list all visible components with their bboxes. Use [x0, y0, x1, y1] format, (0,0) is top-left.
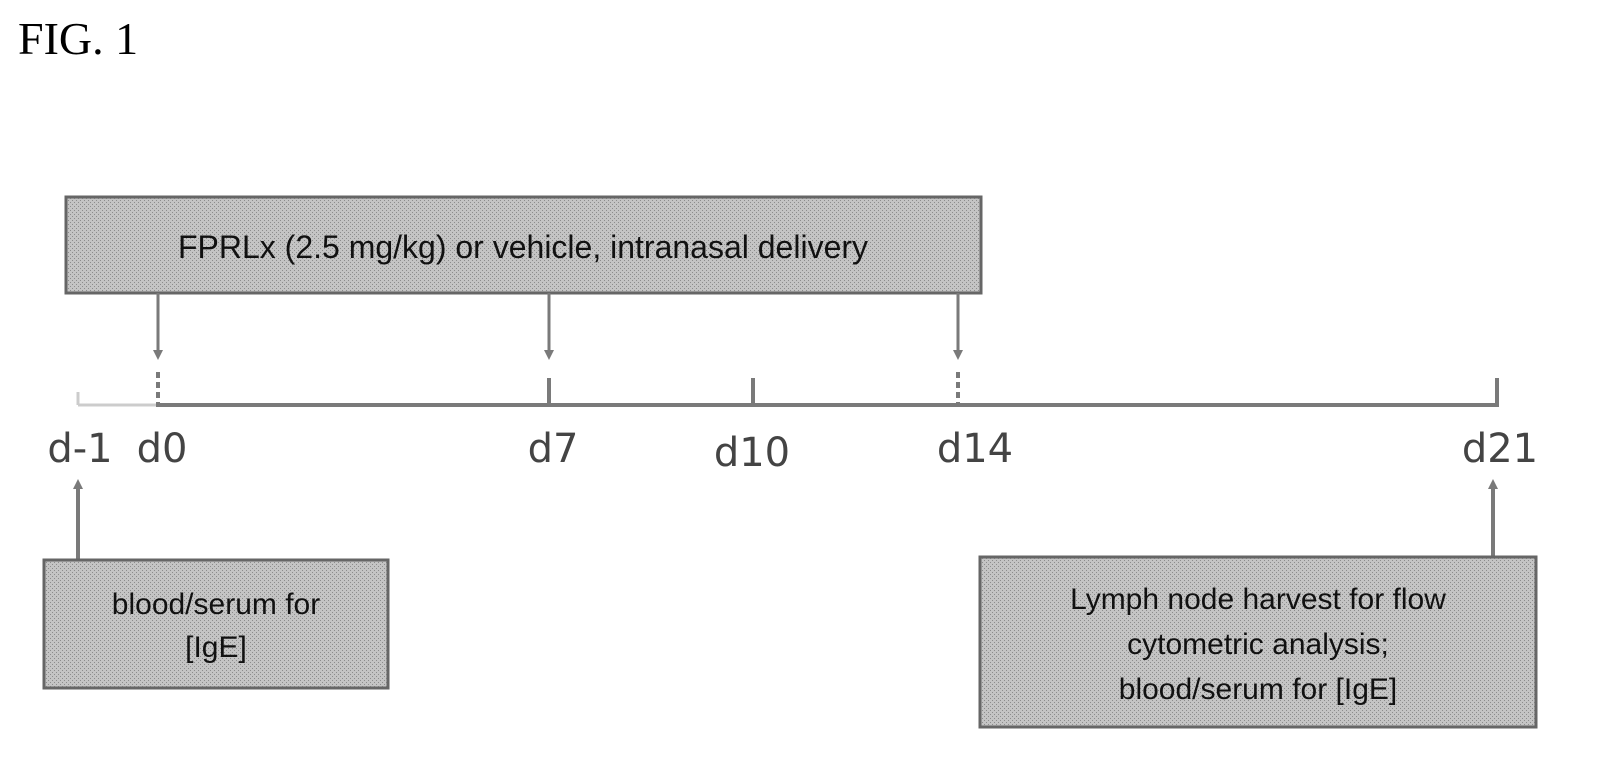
timeline [78, 372, 1497, 407]
endpoint-box-line-3: blood/serum for [IgE] [1119, 673, 1397, 706]
treatment-box: FPRLx (2.5 mg/kg) or vehicle, intranasal… [66, 197, 981, 293]
endpoint-box-line-1: Lymph node harvest for flow [1070, 583, 1446, 616]
day-label-d-1: d-1 [47, 426, 112, 472]
baseline-box-line-2: [IgE] [185, 631, 247, 664]
day-label-d21: d21 [1462, 426, 1538, 472]
endpoint-box: Lymph node harvest for flow cytometric a… [980, 557, 1536, 727]
day-label-d7: d7 [528, 426, 579, 472]
treatment-box-text: FPRLx (2.5 mg/kg) or vehicle, intranasal… [178, 229, 868, 265]
baseline-box-line-1: blood/serum for [112, 588, 320, 621]
day-label-d14: d14 [937, 426, 1013, 472]
baseline-box: blood/serum for [IgE] [44, 560, 388, 688]
day-label-d10: d10 [714, 430, 790, 476]
day-label-d0: d0 [137, 426, 188, 472]
endpoint-box-line-2: cytometric analysis; [1127, 628, 1389, 661]
